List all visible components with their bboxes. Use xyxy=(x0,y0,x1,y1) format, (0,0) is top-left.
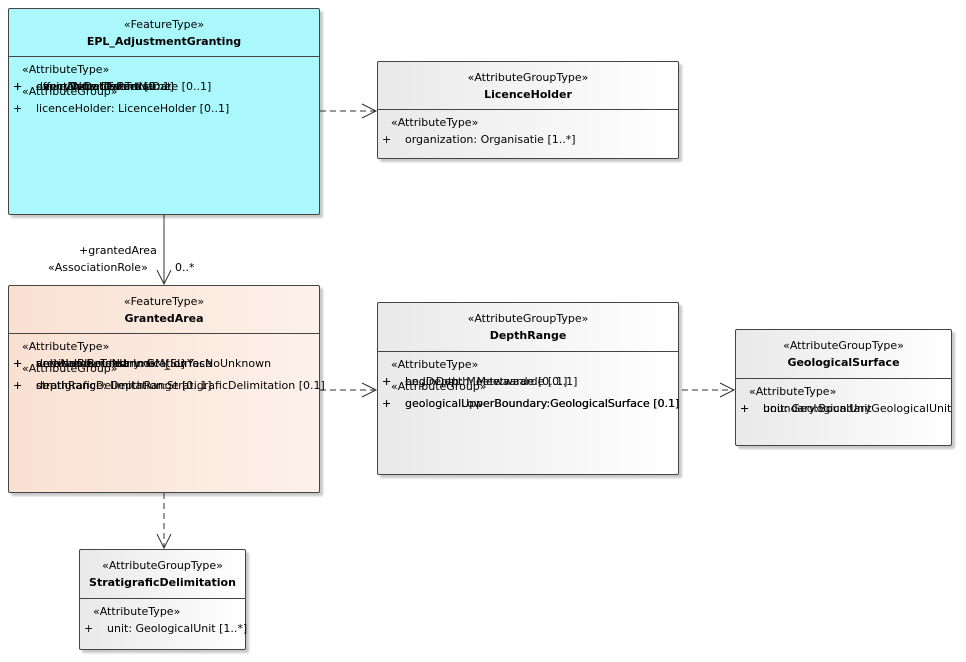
visibility-marker: + xyxy=(13,357,23,370)
visibility-marker: + xyxy=(13,357,23,370)
section-stereotype: «AttributeGroup» xyxy=(22,362,118,375)
class-name: DepthRange xyxy=(489,329,567,342)
class-header: «AttributeGroupType» DepthRange xyxy=(378,303,678,352)
class-header: «AttributeGroupType» LicenceHolder xyxy=(378,62,678,110)
class-licenceholder[interactable]: «AttributeGroupType»LicenceHolder«Attrib… xyxy=(377,61,679,159)
dependency-epl-licenceholder[interactable] xyxy=(320,103,378,119)
section-stereotype: «AttributeGroup» xyxy=(391,380,487,393)
attribute-text: unit: GeologicalUnit [1..*] xyxy=(107,622,248,635)
class-name: LicenceHolder xyxy=(484,88,572,101)
visibility-marker: + xyxy=(13,80,23,93)
visibility-marker: + xyxy=(13,80,23,93)
class-header: «AttributeGroupType» GeologicalSurface xyxy=(736,330,951,379)
class-name: GeologicalSurface xyxy=(787,356,900,369)
visibility-marker: + xyxy=(740,402,750,415)
class-depthrange[interactable]: «AttributeGroupType»DepthRange«Attribute… xyxy=(377,302,680,475)
class-geologicalsurface[interactable]: «AttributeGroupType»GeologicalSurface«At… xyxy=(735,329,952,446)
attribute-text: deliveredBoundary: GM_Surface xyxy=(36,357,212,370)
attribute-text: geologicalUpperBoundary:GeologicalSurfac… xyxy=(405,397,680,410)
class-header: «AttributeGroupType» StratigraficDelimita… xyxy=(80,550,245,599)
attribute-text: beginDepth: Meetwaarde [0..1] xyxy=(405,375,578,388)
class-epl-adjustmentgranting[interactable]: «FeatureType» EPL_AdjustmentGranting «Attr… xyxy=(8,8,320,215)
visibility-marker: + xyxy=(13,357,23,370)
visibility-marker: + xyxy=(740,402,750,415)
visibility-marker: + xyxy=(13,80,23,93)
class-header: «FeatureType» EPL_AdjustmentGranting xyxy=(9,9,319,57)
class-stereotype: «AttributeGroupType» xyxy=(783,339,904,352)
visibility-marker: + xyxy=(382,397,392,410)
attribute-text: depthRange: DepthRange [0..1] xyxy=(36,379,212,392)
attribute-text: stratigraficDelimitation:StratigraficDel… xyxy=(36,379,325,392)
class-stereotype: «FeatureType» xyxy=(123,18,205,31)
visibility-marker: + xyxy=(13,102,23,115)
class-stratigraficdelimitation[interactable]: «AttributeGroupType» StratigraficDelimita… xyxy=(79,549,247,650)
class-stereotype: «FeatureType» xyxy=(123,295,205,308)
dependency-grantedarea-depthrange[interactable] xyxy=(320,382,378,398)
dependency-grantedarea-stratigrafic[interactable] xyxy=(156,493,172,550)
visibility-marker: + xyxy=(13,357,23,370)
visibility-marker: + xyxy=(382,397,392,410)
section-stereotype: «AttributeType» xyxy=(749,385,837,398)
attribute-text: endDepth: Meetwaarde [0..1] xyxy=(405,375,568,388)
attribute-text: effectiveDate: PartialDate [0..1] xyxy=(36,80,212,93)
class-attributes-compartment: «AttributeType» + beginDepth: Meetwaarde [… xyxy=(378,352,680,410)
section-stereotype: «AttributeType» xyxy=(22,340,110,353)
class-attributes-compartment: «AttributeType» + unit: GeologicalUnit [1.… xyxy=(80,599,247,635)
attribute-text: verticalBounded: IndicationYesNoUnknown xyxy=(36,357,272,370)
section-stereotype: «AttributeType» xyxy=(391,116,479,129)
association-role-label: +grantedArea xyxy=(79,244,157,257)
visibility-marker: + xyxy=(382,375,392,388)
visibility-marker: + xyxy=(13,379,23,392)
class-attributes-compartment: «AttributeType» + eventDate: Datum + eventNa… xyxy=(9,57,319,115)
attribute-text: licenceHolder: LicenceHolder [0..1] xyxy=(36,102,230,115)
class-stereotype: «AttributeGroupType» xyxy=(467,312,589,325)
attribute-text: eventName: EventName xyxy=(36,80,171,93)
visibility-marker: + xyxy=(84,622,94,635)
visibility-marker: + xyxy=(13,80,23,93)
visibility-marker: + xyxy=(382,133,392,146)
attribute-text: expiryDate: Datum [0..1] xyxy=(36,80,174,93)
attribute-text: unit: GeologicalUnit xyxy=(763,402,872,415)
attribute-text: decreeNumber: Tekst xyxy=(36,80,153,93)
class-stereotype: «AttributeGroupType» xyxy=(467,71,589,84)
visibility-marker: + xyxy=(382,375,392,388)
attribute-text: geologicalLowerBoundary:GeologicalSurfac… xyxy=(405,397,680,410)
visibility-marker: + xyxy=(13,80,23,93)
class-attributes-compartment: «AttributeType» + organization: Organisati… xyxy=(378,110,678,146)
class-name: EPL_AdjustmentGranting xyxy=(86,35,242,48)
attribute-text: areaName: Tekst xyxy=(36,357,129,370)
attribute-text: eventDate: Datum xyxy=(36,80,139,93)
section-stereotype: «AttributeType» xyxy=(93,605,181,618)
attribute-text: organization: Organisatie [1..*] xyxy=(405,133,576,146)
class-attributes-compartment: «AttributeType» + areaNumber: Nummer {id} +… xyxy=(9,334,325,392)
class-header: «FeatureType» GrantedArea xyxy=(9,286,319,334)
section-stereotype: «AttributeType» xyxy=(391,358,479,371)
class-stereotype: «AttributeGroupType» xyxy=(102,559,223,572)
association-multiplicity-label: 0..* xyxy=(175,261,195,274)
association-connector[interactable] xyxy=(156,215,172,286)
section-stereotype: «AttributeGroup» xyxy=(22,85,118,98)
dependency-depthrange-geologicalsurface[interactable] xyxy=(682,382,736,398)
class-name: GrantedArea xyxy=(124,312,204,325)
visibility-marker: + xyxy=(13,379,23,392)
class-grantedarea[interactable]: «FeatureType» GrantedArea «AttributeType» +… xyxy=(8,285,325,493)
section-stereotype: «AttributeType» xyxy=(22,63,110,76)
class-name: StratigraficDelimitation xyxy=(89,576,236,589)
association-stereotype-label: «AssociationRole» xyxy=(48,261,148,274)
attribute-text: areaNumber: Nummer {id} xyxy=(36,357,188,370)
attribute-text: boundary:BoundaryGeologicalUnit xyxy=(763,402,952,415)
class-attributes-compartment: «AttributeType»+unit: GeologicalUnit+bou… xyxy=(736,379,951,415)
